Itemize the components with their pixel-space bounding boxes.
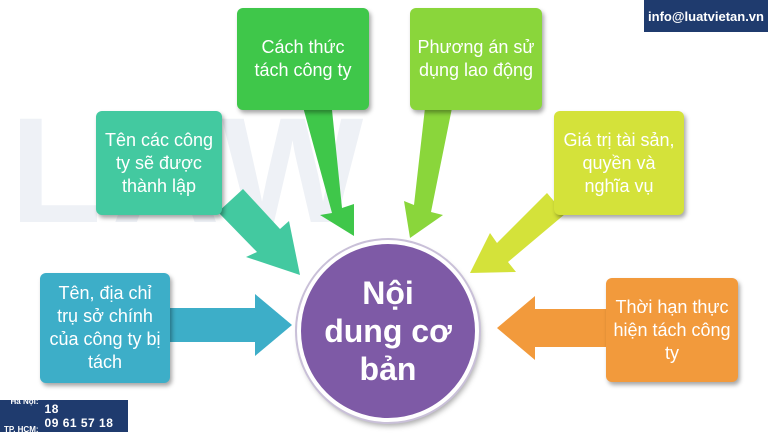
node-assets: Giá trị tài sản, quyền và nghĩa vụ [554,111,684,215]
hotline-row: TP. HCM: 09 61 57 18 18 [4,416,128,444]
hotline-panel: Hà Nội: 09 61 37 18 18 TP. HCM: 09 61 57… [0,388,128,444]
node-head-office: Tên, địa chỉ trụ sở chính của công ty bị… [40,273,170,383]
hotline-number[interactable]: 09 61 57 18 18 [44,416,114,444]
arrow-assets [470,193,565,273]
hotline-label: TP. HCM: [4,425,39,434]
contact-email-badge[interactable]: info@luatvietan.vn [644,0,768,32]
arrow-method [303,100,354,236]
center-label: Nội dung cơ bản [324,275,452,387]
node-new-companies: Tên các công ty sẽ được thành lập [96,111,222,215]
node-labor: Phương án sử dụng lao động [410,8,542,110]
arrow-head-office [168,294,292,356]
contact-email[interactable]: info@luatvietan.vn [648,8,764,24]
node-deadline: Thời hạn thực hiện tách công ty [606,278,738,382]
hotline-row: Hà Nội: 09 61 37 18 18 [4,388,128,416]
arrow-new-companies [218,189,300,275]
center-node: Nội dung cơ bản [297,240,479,422]
node-method: Cách thức tách công ty [237,8,369,110]
arrow-deadline [497,296,608,360]
hotline-number[interactable]: 09 61 37 18 18 [44,388,114,416]
connector-arrows [168,99,608,360]
hotline-label: Hà Nội: [10,397,39,406]
arrow-labor [404,99,452,238]
